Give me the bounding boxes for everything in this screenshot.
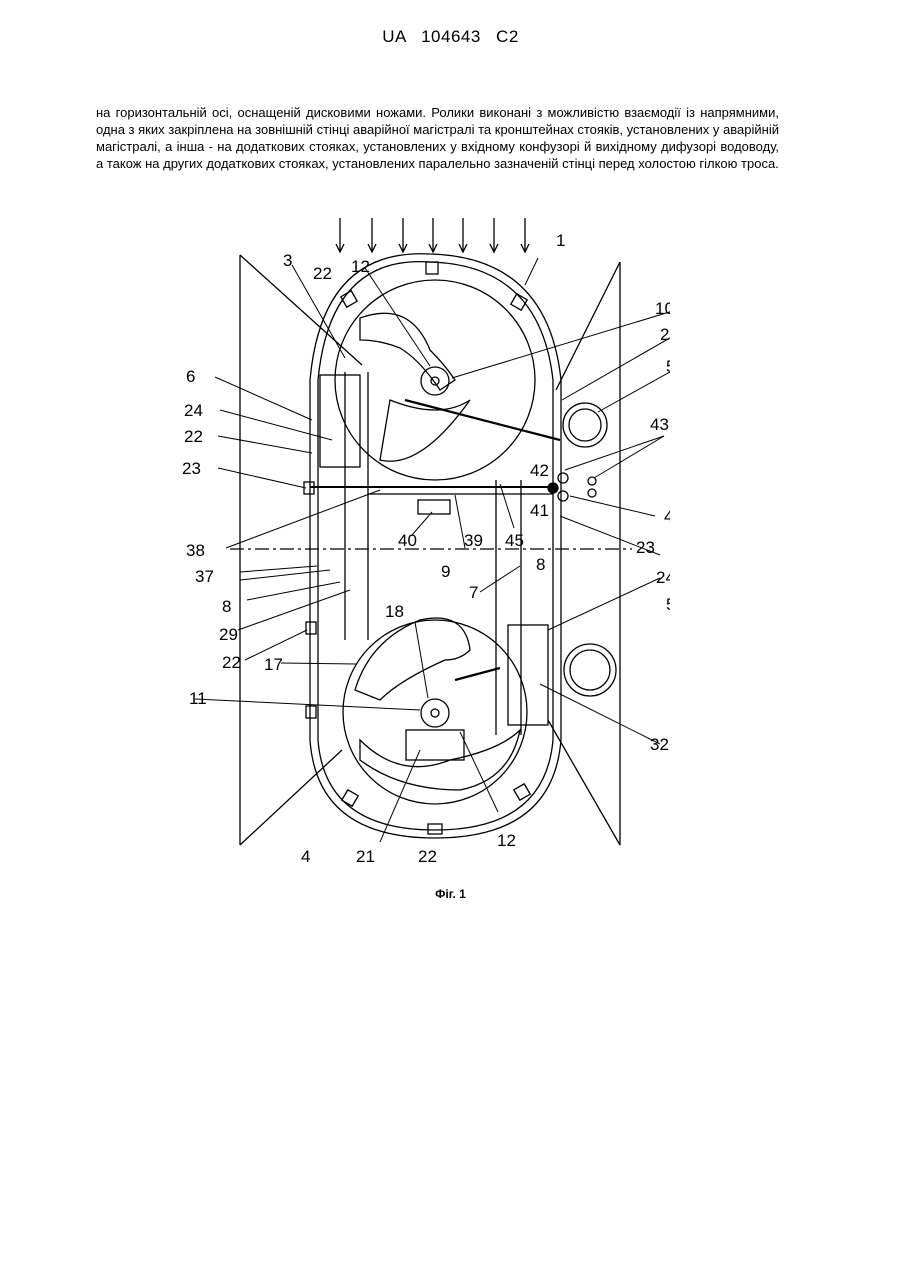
flow-arrows (336, 218, 529, 252)
label-8-left: 8 (222, 597, 231, 616)
label-5-bottom: 5 (666, 595, 670, 614)
label-6: 6 (186, 367, 195, 386)
label-38: 38 (186, 541, 205, 560)
label-22-left: 22 (184, 427, 203, 446)
label-9: 9 (441, 562, 450, 581)
label-8-right: 8 (536, 555, 545, 574)
lower-drum (343, 618, 527, 804)
middle-shaft (230, 483, 632, 549)
cutter-box-upper (320, 375, 360, 467)
cutter-box-lower (508, 625, 548, 725)
label-32: 32 (650, 735, 669, 754)
label-5-top: 5 (666, 357, 670, 376)
body-paragraph: на горизонтальній осі, оснащеній дискови… (96, 104, 779, 172)
leader-lines (195, 258, 670, 842)
label-23-left: 23 (182, 459, 201, 478)
label-10: 10 (655, 299, 670, 318)
label-3: 3 (283, 251, 292, 270)
label-7: 7 (469, 583, 478, 602)
label-45: 45 (505, 531, 524, 550)
label-22-mid: 22 (222, 653, 241, 672)
label-21: 21 (356, 847, 375, 866)
label-1: 1 (556, 231, 565, 250)
outer-walls (240, 255, 620, 845)
label-17: 17 (264, 655, 283, 674)
label-23-right: 23 (636, 538, 655, 557)
cable-branches (345, 372, 521, 735)
label-43: 43 (650, 415, 669, 434)
label-42: 42 (530, 461, 549, 480)
label-24-left: 24 (184, 401, 203, 420)
label-37: 37 (195, 567, 214, 586)
label-12-bottom: 12 (497, 831, 516, 850)
patent-header: UA 104643 C2 (0, 27, 901, 47)
label-18: 18 (385, 602, 404, 621)
label-4: 4 (301, 847, 310, 866)
drawing-svg: 1 3 22 12 10 20 5 6 24 22 43 23 42 41 44… (170, 210, 670, 880)
label-44: 44 (664, 507, 670, 526)
figure-caption: Фіг. 1 (0, 887, 901, 901)
label-24-right: 24 (656, 568, 670, 587)
label-39: 39 (464, 531, 483, 550)
label-12-top: 12 (351, 257, 370, 276)
label-41: 41 (530, 501, 549, 520)
label-22-bottom: 22 (418, 847, 437, 866)
label-40: 40 (398, 531, 417, 550)
label-29: 29 (219, 625, 238, 644)
label-11: 11 (189, 689, 207, 708)
upper-drum (335, 280, 560, 480)
label-22-top: 22 (313, 264, 332, 283)
label-20: 20 (660, 325, 670, 344)
technical-drawing: 1 3 22 12 10 20 5 6 24 22 43 23 42 41 44… (170, 210, 670, 885)
